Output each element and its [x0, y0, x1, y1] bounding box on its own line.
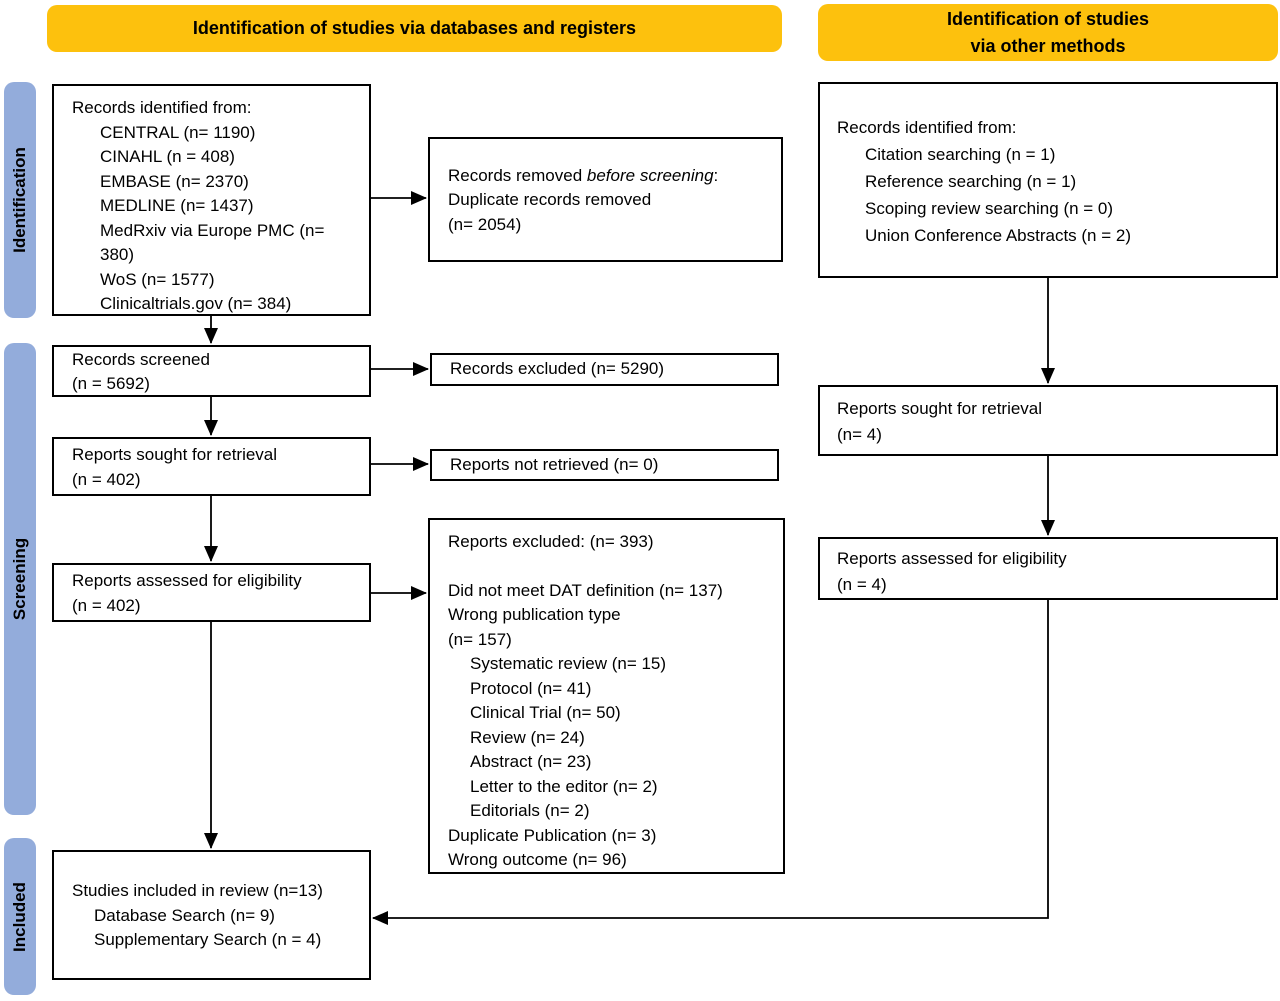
reports-excluded-reason: Duplicate Publication (n= 3)	[448, 825, 657, 845]
studies-included-item: Database Search (n= 9)	[94, 905, 275, 925]
reports-not-retrieved-text: Reports not retrieved (n= 0)	[450, 454, 659, 474]
db-source-item: Clinicaltrials.gov (n= 384)	[100, 294, 292, 313]
phase-label-screening: Screening	[10, 537, 30, 621]
header-databases-registers: Identification of studies via databases …	[47, 5, 782, 52]
studies-included-item: Supplementary Search (n = 4)	[94, 930, 322, 950]
records-excluded-text: Records excluded (n= 5290)	[450, 359, 665, 379]
reports-excluded-reason: Did not meet DAT definition (n= 137)	[448, 580, 723, 600]
studies-included-line1: Studies included in review (n=13)	[72, 881, 323, 901]
records-removed-suffix: :	[713, 165, 719, 185]
box-records-identified-databases: Records identified from: CENTRAL (n= 119…	[52, 84, 371, 316]
reports-excluded-title: Reports excluded: (n= 393)	[448, 532, 654, 551]
reports-excluded-reason: (n= 157)	[448, 629, 512, 649]
reports-assessed-other-line1: Reports assessed for eligibility	[837, 549, 1067, 568]
reports-assessed-other-count: (n = 4)	[837, 575, 887, 594]
header-other-methods-line1: Identification of studies	[946, 9, 1149, 30]
box-reports-sought-other: Reports sought for retrieval (n= 4)	[818, 385, 1278, 456]
reports-assessed-db-line1: Reports assessed for eligibility	[72, 571, 302, 590]
records-removed-line2: Duplicate records removed	[448, 190, 652, 210]
db-source-item: MedRxiv via Europe PMC (n= 380)	[100, 220, 325, 265]
reports-excluded-subreason: Abstract (n= 23)	[470, 752, 592, 771]
reports-excluded-subreason: Review (n= 24)	[470, 727, 585, 747]
records-screened-line1: Records screened	[72, 349, 210, 369]
header-databases-registers-label: Identification of studies via databases …	[192, 18, 637, 39]
db-source-item: MEDLINE (n= 1437)	[100, 196, 254, 215]
reports-excluded-subreason: Editorials (n= 2)	[470, 801, 590, 820]
reports-excluded-reason: Wrong outcome (n= 96)	[448, 850, 627, 869]
box-reports-sought-databases: Reports sought for retrieval (n = 402)	[52, 437, 371, 496]
records-identified-other-title: Records identified from:	[837, 118, 1017, 137]
other-source-item: Scoping review searching (n = 0)	[865, 199, 1114, 218]
phase-bar-screening: Screening	[4, 343, 36, 815]
db-source-item: CINAHL (n = 408)	[100, 147, 235, 166]
records-removed-line1: Records removed before screening:	[448, 164, 771, 189]
other-source-item: Citation searching (n = 1)	[865, 145, 1056, 164]
records-removed-count: (n= 2054)	[448, 214, 522, 234]
box-records-removed: Records removed before screening: Duplic…	[428, 137, 783, 262]
box-records-excluded: Records excluded (n= 5290)	[430, 353, 779, 386]
phase-bar-included: Included	[4, 838, 36, 995]
phase-label-identification: Identification	[10, 147, 29, 253]
phase-label-included: Included	[10, 881, 29, 952]
other-source-item: Union Conference Abstracts (n = 2)	[865, 226, 1131, 245]
header-other-methods-line2: via other methods	[970, 35, 1126, 56]
db-source-item: EMBASE (n= 2370)	[100, 171, 249, 191]
reports-excluded-subreason: Clinical Trial (n= 50)	[470, 703, 621, 722]
spacer	[448, 555, 773, 579]
reports-excluded-subreason: Protocol (n= 41)	[470, 678, 592, 698]
reports-excluded-reason: Wrong publication type	[448, 605, 621, 624]
box-records-identified-other: Records identified from: Citation search…	[818, 82, 1278, 278]
header-other-methods: Identification of studies via other meth…	[818, 4, 1278, 61]
reports-sought-db-count: (n = 402)	[72, 469, 141, 489]
records-removed-italic: before screening	[586, 165, 714, 185]
box-reports-assessed-databases: Reports assessed for eligibility (n = 40…	[52, 563, 371, 622]
reports-excluded-subreason: Letter to the editor (n= 2)	[470, 776, 658, 796]
db-source-item: CENTRAL (n= 1190)	[100, 122, 256, 142]
records-identified-db-title: Records identified from:	[72, 98, 252, 117]
phase-bar-identification: Identification	[4, 82, 36, 318]
db-source-item: WoS (n= 1577)	[100, 269, 215, 289]
box-reports-excluded: Reports excluded: (n= 393) Did not meet …	[428, 518, 785, 874]
reports-sought-other-count: (n= 4)	[837, 425, 882, 444]
other-source-item: Reference searching (n = 1)	[865, 172, 1077, 191]
box-records-screened: Records screened (n = 5692)	[52, 345, 371, 397]
box-reports-not-retrieved: Reports not retrieved (n= 0)	[430, 449, 779, 481]
records-removed-prefix: Records removed	[448, 165, 587, 185]
box-reports-assessed-other: Reports assessed for eligibility (n = 4)	[818, 537, 1278, 600]
records-screened-count: (n = 5692)	[72, 374, 150, 393]
reports-sought-db-line1: Reports sought for retrieval	[72, 445, 278, 464]
reports-excluded-subreason: Systematic review (n= 15)	[470, 654, 667, 673]
box-studies-included: Studies included in review (n=13) Databa…	[52, 850, 371, 980]
reports-sought-other-line1: Reports sought for retrieval	[837, 399, 1043, 418]
reports-assessed-db-count: (n = 402)	[72, 595, 141, 615]
